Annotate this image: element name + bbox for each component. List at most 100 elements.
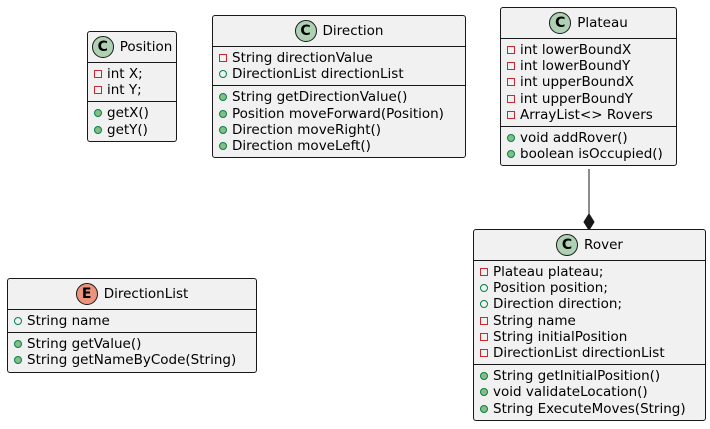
field-text: int lowerBoundY: [520, 58, 631, 75]
public-visibility-icon: [14, 340, 22, 349]
class-header: C Plateau: [501, 8, 676, 39]
class-name: Plateau: [577, 15, 628, 31]
field-text: DirectionList directionList: [493, 345, 665, 362]
field-row: DirectionList directionList: [474, 345, 705, 361]
public-visibility-icon: [480, 372, 488, 381]
class-badge-icon: C: [556, 234, 579, 256]
method-row: String getValue(): [8, 336, 256, 352]
class-name: Rover: [584, 237, 623, 253]
field-row: Direction direction;: [474, 296, 705, 312]
methods-section: String getDirectionValue()Position moveF…: [213, 85, 465, 157]
private-visibility-icon: [94, 70, 102, 79]
class-badge-icon: C: [549, 12, 572, 34]
method-row: getY(): [88, 122, 176, 138]
private-visibility-icon: [507, 46, 515, 55]
private-visibility-icon: [507, 78, 515, 87]
field-text: Position position;: [493, 280, 608, 297]
field-text: DirectionList directionList: [232, 66, 404, 83]
method-row: String getNameByCode(String): [8, 352, 256, 368]
methods-section: getX()getY(): [88, 101, 176, 140]
fields-section: int X;int Y;: [88, 63, 176, 101]
public-visibility-icon: [480, 404, 488, 413]
private-visibility-icon: [480, 268, 488, 277]
public-visibility-icon: [507, 134, 515, 143]
method-row: void addRover(): [501, 130, 676, 146]
field-text: int X;: [107, 66, 143, 83]
method-text: void addRover(): [520, 130, 628, 147]
method-text: getX(): [107, 105, 149, 122]
class-name: Direction: [322, 23, 384, 39]
method-row: String getInitialPosition(): [474, 368, 705, 384]
enum-badge-icon: E: [75, 283, 98, 305]
private-visibility-icon: [507, 94, 515, 103]
public-visibility-icon: [219, 142, 227, 151]
field-row: String initialPosition: [474, 329, 705, 345]
field-text: int upperBoundX: [520, 74, 634, 91]
fields-section: String name: [8, 310, 256, 332]
field-row: int upperBoundX: [501, 74, 676, 90]
field-row: int upperBoundY: [501, 91, 676, 107]
methods-section: String getValue()String getNameByCode(St…: [8, 332, 256, 371]
class-badge-icon: C: [91, 36, 114, 58]
methods-section: void addRover()boolean isOccupied(): [501, 125, 676, 165]
private-visibility-icon: [480, 349, 488, 358]
field-row: String name: [8, 313, 256, 329]
method-row: Direction moveRight(): [213, 122, 465, 138]
private-visibility-icon: [480, 332, 488, 341]
method-row: getX(): [88, 105, 176, 121]
public-visibility-icon: [480, 388, 488, 397]
class-badge-icon: C: [294, 20, 317, 42]
method-text: String getDirectionValue(): [232, 89, 408, 106]
field-text: String name: [493, 312, 576, 329]
public-visibility-icon: [94, 125, 102, 134]
methods-section: String getInitialPosition()void validate…: [474, 364, 705, 420]
method-row: void validateLocation(): [474, 384, 705, 400]
public-visibility-icon: [219, 70, 227, 79]
field-row: int lowerBoundX: [501, 42, 676, 58]
public-visibility-icon: [14, 317, 22, 326]
private-visibility-icon: [480, 316, 488, 325]
field-text: Direction direction;: [493, 296, 622, 313]
field-text: String initialPosition: [493, 328, 628, 345]
method-text: String getNameByCode(String): [27, 352, 237, 369]
field-text: int lowerBoundX: [520, 42, 632, 59]
field-text: String directionValue: [232, 50, 373, 67]
private-visibility-icon: [507, 62, 515, 71]
public-visibility-icon: [480, 300, 488, 309]
method-row: Position moveForward(Position): [213, 106, 465, 122]
private-visibility-icon: [219, 54, 227, 63]
private-visibility-icon: [507, 110, 515, 119]
public-visibility-icon: [219, 109, 227, 118]
field-text: int Y;: [107, 82, 142, 99]
method-row: boolean isOccupied(): [501, 146, 676, 162]
field-text: ArrayList<> Rovers: [520, 106, 653, 123]
method-text: void validateLocation(): [493, 384, 648, 401]
method-text: Position moveForward(Position): [232, 105, 444, 122]
field-text: int upperBoundY: [520, 90, 633, 107]
fields-section: Plateau plateau;Position position;Direct…: [474, 261, 705, 364]
class-name: DirectionList: [103, 286, 189, 302]
public-visibility-icon: [480, 284, 488, 293]
field-row: String name: [474, 313, 705, 329]
composition-diamond: [583, 213, 595, 231]
public-visibility-icon: [94, 109, 102, 118]
field-row: Position position;: [474, 280, 705, 296]
field-row: int lowerBoundY: [501, 58, 676, 74]
field-row: DirectionList directionList: [213, 66, 465, 82]
public-visibility-icon: [14, 356, 22, 365]
method-text: boolean isOccupied(): [520, 146, 663, 163]
field-row: ArrayList<> Rovers: [501, 107, 676, 123]
method-text: String getValue(): [27, 336, 142, 353]
class-header: C Rover: [474, 230, 705, 261]
field-row: int Y;: [88, 82, 176, 98]
field-row: Plateau plateau;: [474, 264, 705, 280]
